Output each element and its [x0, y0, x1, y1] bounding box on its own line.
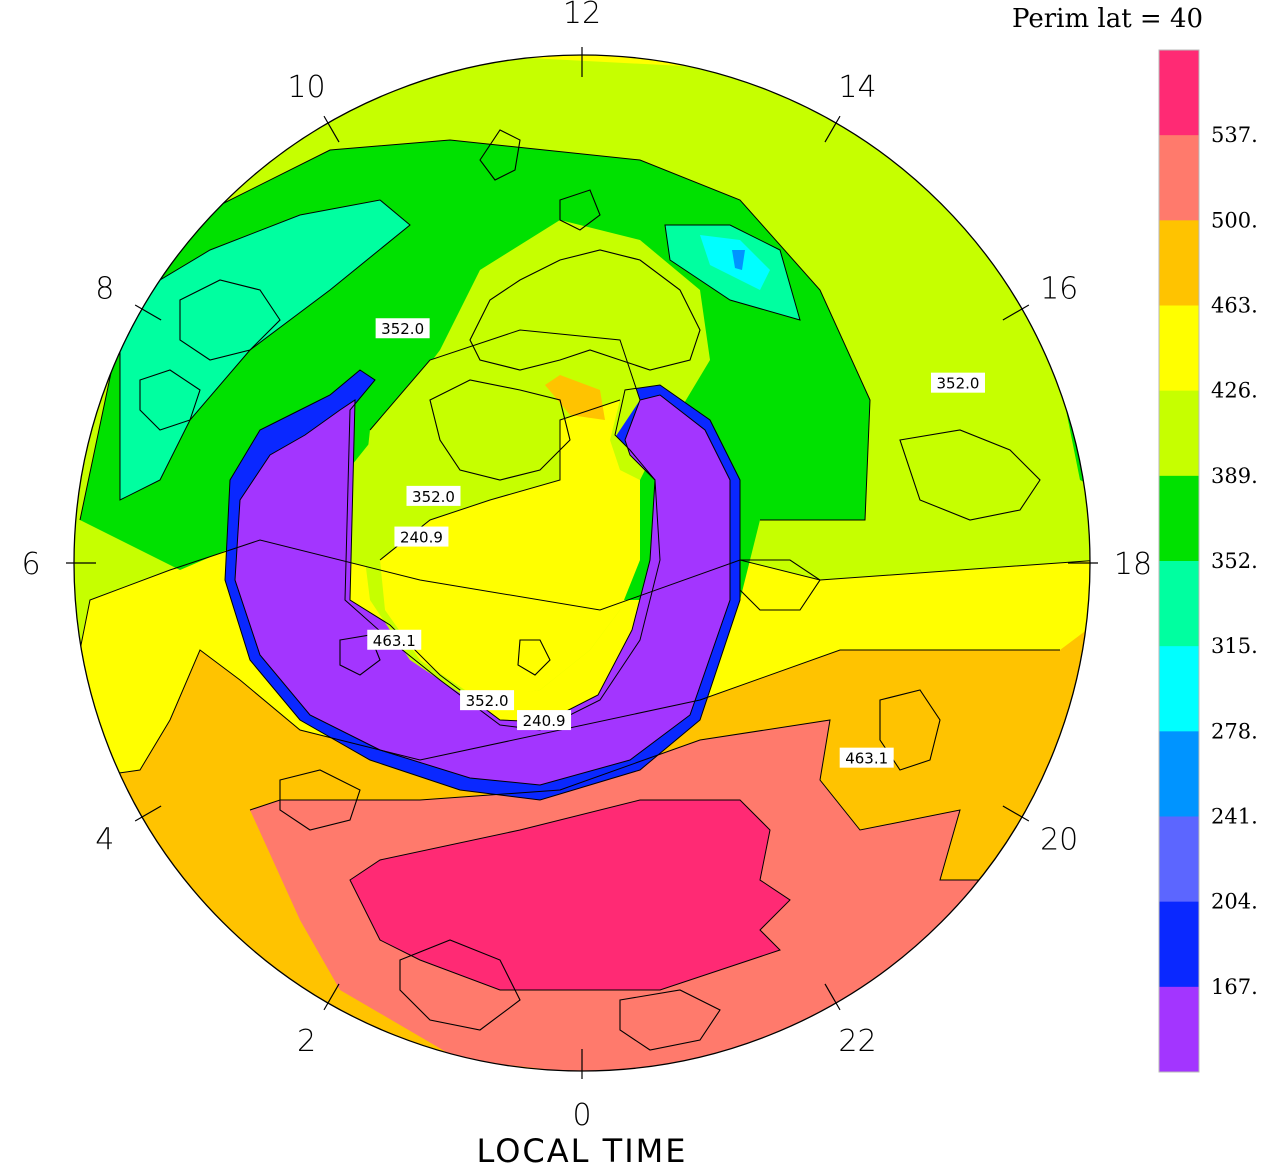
- coastlines: [139, 129, 1041, 1051]
- contour-label-4: 463.1: [367, 629, 422, 650]
- contour-label-2: 352.0: [406, 485, 461, 506]
- contour-label-7: 352.0: [460, 690, 515, 711]
- hour-label-2: 2: [297, 1024, 316, 1059]
- colorbar-label-3: 426.: [1211, 379, 1258, 403]
- colorbar-label-0: 537.: [1211, 123, 1258, 147]
- hour-tick-20: [1002, 805, 1030, 822]
- hour-label-10: 10: [287, 70, 325, 105]
- colorbar-swatch-2: [1159, 220, 1199, 306]
- contour-label-box: [375, 318, 430, 339]
- hour-tick-4: [134, 805, 162, 822]
- hour-label-6: 6: [21, 547, 40, 582]
- hour-label-18: 18: [1114, 547, 1152, 582]
- contour-band-537: [350, 800, 790, 990]
- contour-band-426-center: [380, 400, 640, 700]
- perimeter-latitude-text: Perim lat = 40: [1012, 4, 1203, 34]
- contour-label-value: 463.1: [845, 750, 888, 768]
- colorbar-swatch-3: [1159, 305, 1199, 392]
- contour-label-box: [517, 710, 572, 731]
- contour-label-box: [930, 372, 985, 393]
- contour-label-value: 352.0: [937, 375, 980, 393]
- hour-tick-22: [824, 983, 841, 1011]
- contour-label-value: 240.9: [400, 529, 443, 547]
- contour-label-1: 352.0: [930, 372, 985, 393]
- colorbar-label-7: 278.: [1211, 719, 1258, 743]
- contour-label-3: 240.9: [394, 526, 449, 547]
- contour-labels: 352.0 352.0 352.0 240.9 463.1 463.1 240.9 352.0: [367, 318, 985, 768]
- contour-label-6: 240.9: [517, 710, 572, 731]
- contour-label-0: 352.0: [375, 318, 430, 339]
- contour-label-box: [460, 690, 515, 711]
- x-axis-label: LOCAL TIME: [477, 1132, 688, 1170]
- hour-tick-10: [323, 115, 340, 143]
- hour-label-22: 22: [838, 1024, 876, 1059]
- contour-label-value: 352.0: [381, 320, 424, 338]
- contour-label-box: [839, 747, 894, 768]
- hour-label-20: 20: [1040, 823, 1078, 858]
- contour-label-box: [394, 526, 449, 547]
- colorbar-swatch-11: [1159, 986, 1199, 1073]
- colorbar-swatch-6: [1159, 561, 1199, 647]
- colorbar-label-4: 389.: [1211, 464, 1258, 488]
- colorbar-swatch-8: [1159, 731, 1199, 817]
- contour-label-value: 463.1: [373, 632, 416, 650]
- colorbar-label-1: 500.: [1211, 208, 1258, 232]
- colorbar-label-6: 315.: [1211, 634, 1258, 658]
- contour-label-value: 352.0: [412, 488, 455, 506]
- hour-label-8: 8: [95, 272, 114, 307]
- hour-label-0: 0: [572, 1098, 591, 1133]
- hour-label-12: 12: [563, 0, 601, 31]
- colorbar-swatch-1: [1159, 135, 1199, 221]
- hour-tick-16: [1002, 304, 1030, 321]
- contour-band-463-north: [870, 55, 990, 120]
- contour-label-value: 352.0: [466, 692, 509, 710]
- contour-band-167-ring: [235, 395, 730, 785]
- contour-lines: [74, 139, 1090, 991]
- colorbar-swatch-5: [1159, 475, 1199, 562]
- contour-band-463-center: [545, 375, 605, 420]
- hour-tick-14: [824, 115, 841, 143]
- colorbar-label-2: 463.: [1211, 294, 1258, 318]
- hour-label-14: 14: [838, 70, 876, 105]
- hour-label-4: 4: [95, 823, 114, 858]
- contour-label-value: 240.9: [523, 712, 566, 730]
- colorbar-label-5: 352.: [1211, 549, 1258, 573]
- hour-label-16: 16: [1040, 272, 1078, 307]
- colorbar: 537. 500. 463. 426. 389. 352. 315. 278. 241. 204.…: [1158, 49, 1258, 1073]
- hour-tick-8: [134, 304, 162, 321]
- colorbar-swatch-0: [1159, 50, 1199, 136]
- contour-label-box: [406, 485, 461, 506]
- contour-label-box: [367, 629, 422, 650]
- colorbar-swatch-9: [1159, 816, 1199, 903]
- colorbar-label-10: 167.: [1211, 975, 1258, 999]
- colorbar-swatch-10: [1159, 901, 1199, 988]
- colorbar-swatch-4: [1159, 390, 1199, 477]
- contour-label-5: 463.1: [839, 747, 894, 768]
- colorbar-swatch-7: [1159, 646, 1199, 732]
- colorbar-frame: [1158, 49, 1200, 1073]
- contour-band-315-west: [120, 200, 410, 500]
- hour-ticks: [66, 47, 1098, 1079]
- colorbar-label-8: 241.: [1211, 805, 1258, 829]
- hour-tick-2: [323, 983, 340, 1011]
- contour-band-241-east: [732, 250, 745, 270]
- colorbar-label-9: 204.: [1211, 890, 1258, 914]
